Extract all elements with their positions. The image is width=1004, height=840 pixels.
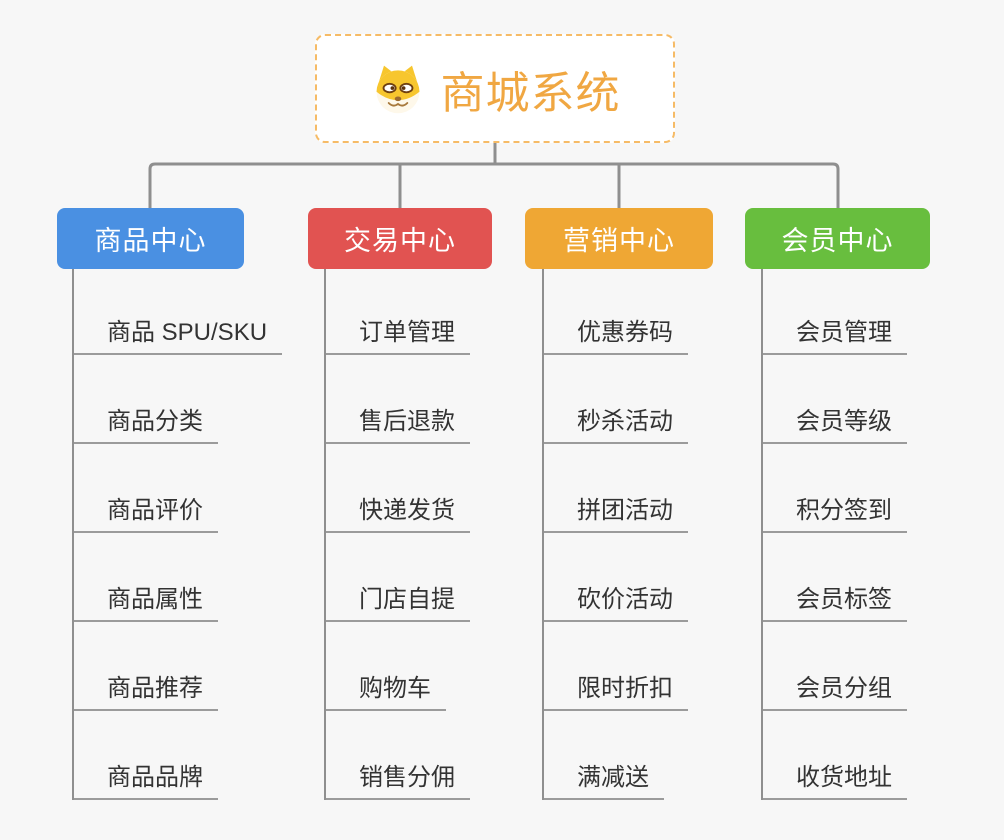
- branch-label: 会员中心: [781, 226, 894, 256]
- leaf-node[interactable]: 会员分组: [763, 668, 907, 711]
- branch-box-product-center[interactable]: 商品中心: [57, 208, 244, 269]
- leaf-node[interactable]: 砍价活动: [544, 579, 688, 622]
- leaf-node[interactable]: 会员管理: [763, 312, 907, 355]
- branch-box-trade-center[interactable]: 交易中心: [308, 208, 492, 269]
- branch-rail-line: [148, 162, 840, 209]
- leaf-node[interactable]: 快递发货: [326, 490, 470, 533]
- leaf-node[interactable]: 秒杀活动: [544, 401, 688, 444]
- leaf-node[interactable]: 积分签到: [763, 490, 907, 533]
- leaf-node[interactable]: 购物车: [326, 668, 446, 711]
- children-column-product: 商品 SPU/SKU 商品分类 商品评价 商品属性 商品推荐 商品品牌: [72, 269, 283, 800]
- branch-label: 交易中心: [344, 226, 456, 256]
- leaf-node[interactable]: 优惠券码: [544, 312, 688, 355]
- leaf-node[interactable]: 满减送: [544, 757, 664, 800]
- leaf-node[interactable]: 拼团活动: [544, 490, 688, 533]
- branch-label: 商品中心: [94, 226, 207, 256]
- children-column-marketing: 优惠券码 秒杀活动 拼团活动 砍价活动 限时折扣 满减送: [542, 269, 688, 800]
- leaf-node[interactable]: 收货地址: [763, 757, 907, 800]
- branch-label: 营销中心: [563, 226, 675, 256]
- root-title: 商城系统: [440, 68, 621, 118]
- leaf-node[interactable]: 商品推荐: [74, 668, 218, 711]
- leaf-node[interactable]: 售后退款: [326, 401, 470, 444]
- leaf-node[interactable]: 限时折扣: [544, 668, 688, 711]
- leaf-node[interactable]: 商品品牌: [74, 757, 218, 800]
- leaf-node[interactable]: 商品属性: [74, 579, 218, 622]
- leaf-node[interactable]: 销售分佣: [326, 757, 470, 800]
- leaf-node[interactable]: 会员标签: [763, 579, 907, 622]
- leaf-node[interactable]: 商品 SPU/SKU: [74, 312, 283, 355]
- children-column-member: 会员管理 会员等级 积分签到 会员标签 会员分组 收货地址: [761, 269, 907, 800]
- branch-box-marketing-center[interactable]: 营销中心: [525, 208, 713, 269]
- leaf-node[interactable]: 门店自提: [326, 579, 470, 622]
- leaf-node[interactable]: 商品分类: [74, 401, 218, 444]
- leaf-node[interactable]: 会员等级: [763, 401, 907, 444]
- children-column-trade: 订单管理 售后退款 快递发货 门店自提 购物车 销售分佣: [324, 269, 470, 800]
- dog-face-icon: [376, 65, 419, 113]
- root-node[interactable]: 商城系统: [315, 34, 675, 143]
- branch-box-member-center[interactable]: 会员中心: [745, 208, 930, 269]
- leaf-node[interactable]: 订单管理: [326, 312, 470, 355]
- leaf-node[interactable]: 商品评价: [74, 490, 218, 533]
